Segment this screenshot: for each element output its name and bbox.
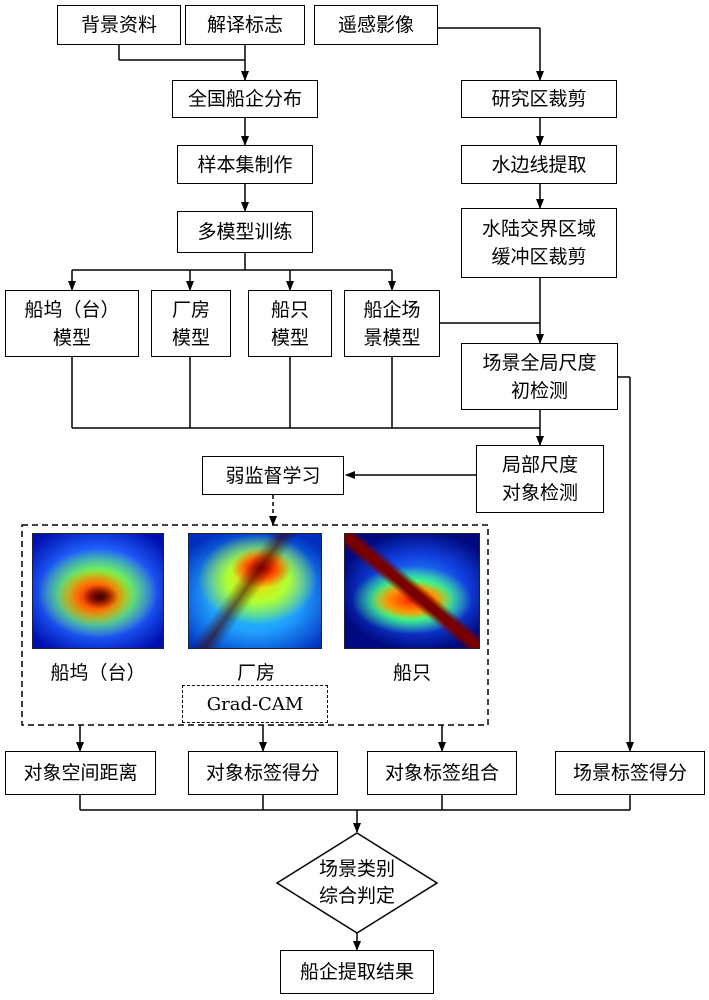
node-buffer: 水陆交界区域 缓冲区裁剪 (461, 208, 617, 278)
node-weak-learning: 弱监督学习 (202, 456, 344, 495)
node-result: 船企提取结果 (280, 950, 434, 994)
node-scene-model: 船企场 景模型 (344, 290, 440, 357)
node-crop-region: 研究区裁剪 (461, 80, 617, 118)
node-dock-model: 船坞（台） 模型 (5, 290, 139, 357)
heatmap-ship (344, 533, 480, 649)
caption-dock: 船坞（台） (50, 662, 146, 684)
node-background: 背景资料 (57, 5, 181, 45)
node-local-detect: 局部尺度 对象检测 (476, 445, 604, 513)
heatmap-factory (188, 533, 322, 649)
node-factory-model: 厂房 模型 (151, 290, 231, 357)
caption-ship: 船只 (392, 662, 431, 684)
node-training: 多模型训练 (177, 211, 313, 253)
node-object-label-score: 对象标签得分 (188, 751, 338, 795)
node-scene-judge: 场景类别 综合判定 (318, 858, 395, 907)
node-remote: 遥感影像 (314, 5, 438, 45)
node-ship-model: 船只 模型 (248, 290, 332, 357)
gradcam-label: Grad-CAM (182, 685, 328, 723)
heatmap-dock (32, 533, 164, 649)
node-sample: 样本集制作 (177, 145, 313, 184)
node-global-detect: 场景全局尺度 初检测 (461, 343, 618, 410)
node-waterline: 水边线提取 (461, 145, 617, 184)
node-object-distance: 对象空间距离 (5, 751, 156, 795)
node-object-label-combo: 对象标签组合 (367, 751, 517, 795)
caption-factory: 厂房 (236, 662, 275, 684)
node-distribution: 全国船企分布 (172, 80, 318, 118)
node-scene-label-score: 场景标签得分 (555, 751, 705, 795)
node-interpret: 解译标志 (185, 5, 305, 45)
